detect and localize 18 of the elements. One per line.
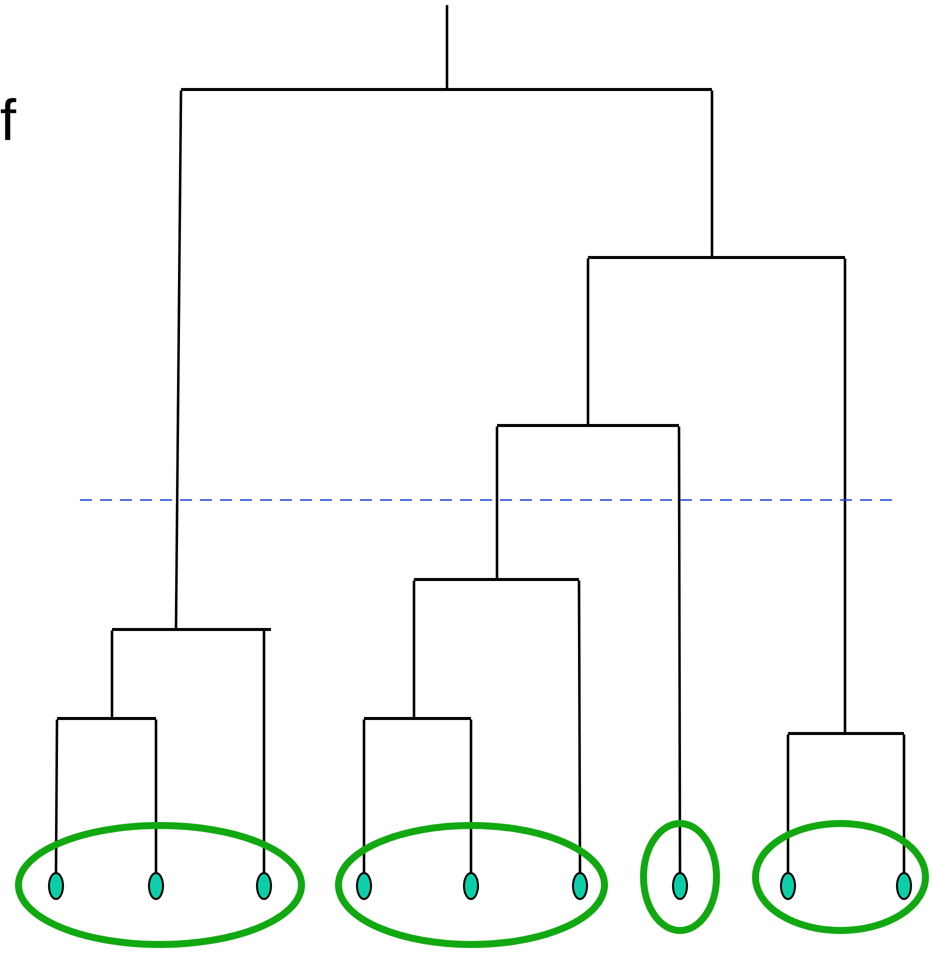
dendrogram-link (844, 258, 846, 732)
dendrogram-link (174, 90, 182, 628)
dendrogram-link (586, 258, 590, 424)
dendrogram-link (710, 90, 714, 256)
dendrogram-link (412, 580, 416, 717)
dendrogram-link (262, 630, 266, 872)
dendrogram-link (154, 720, 158, 872)
dendrogram-link (446, 5, 448, 88)
dendrogram-link (902, 734, 906, 872)
dendrogram-link (678, 426, 682, 872)
dendrogram-link (362, 720, 366, 872)
dendrogram-link (578, 580, 582, 872)
text-fragment: f (0, 92, 16, 150)
dendrogram-link (496, 426, 498, 578)
dendrogram-link (786, 734, 790, 872)
dendrogram-link (110, 630, 114, 717)
dendrogram-link (470, 720, 472, 872)
dendrogram-link (54, 720, 58, 872)
